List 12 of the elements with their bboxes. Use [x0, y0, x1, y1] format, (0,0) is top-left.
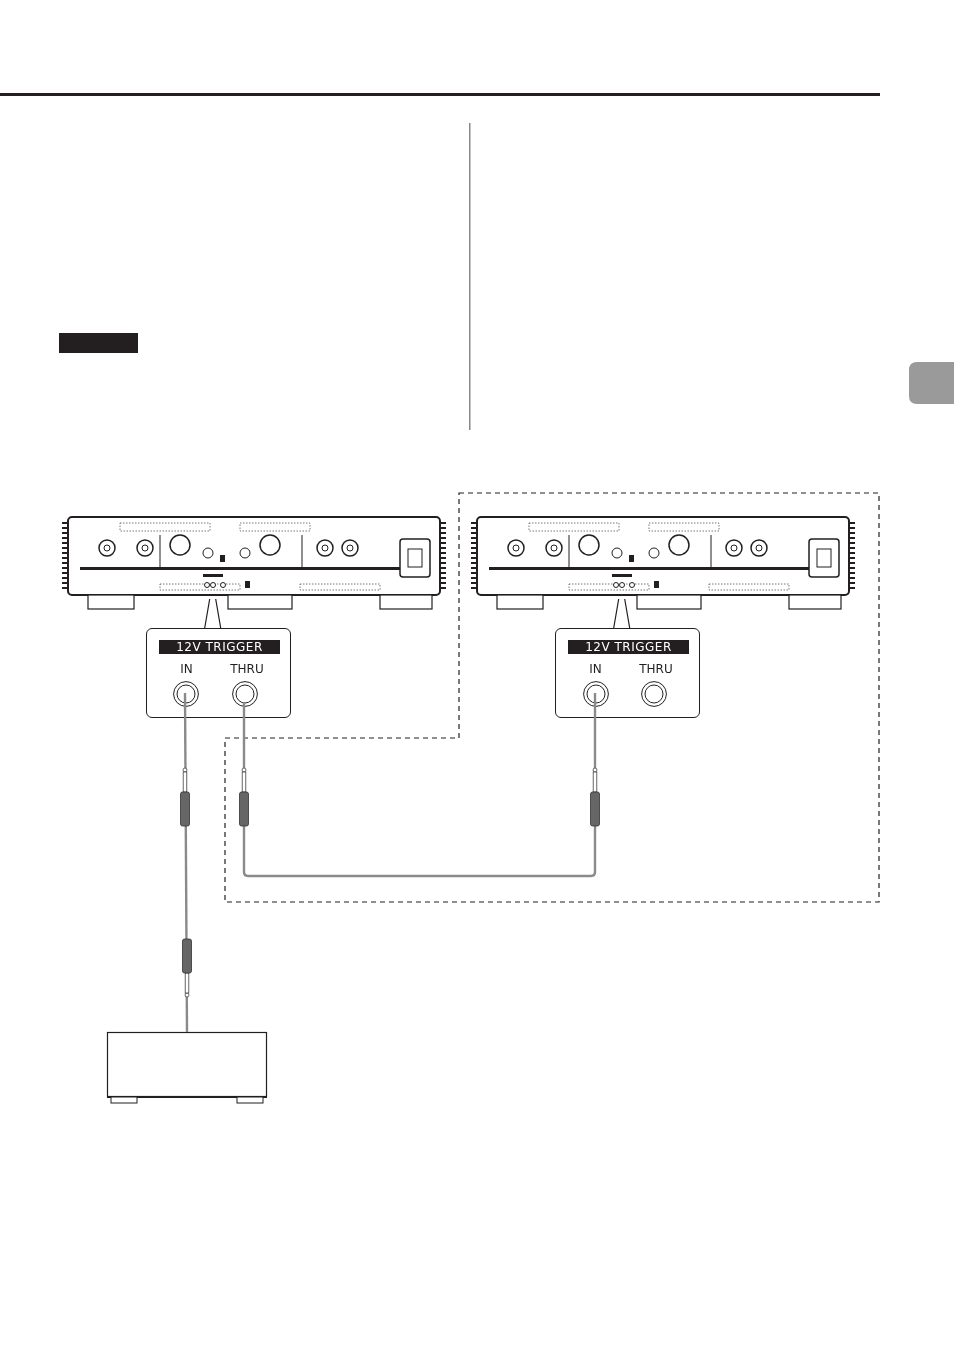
jack-label: THRU: [229, 662, 265, 676]
cable: [242, 693, 597, 878]
leader-line: [204, 598, 222, 629]
callout-panel: [146, 628, 291, 718]
heading-bar: [59, 333, 138, 353]
callout-panel: [555, 628, 700, 718]
leader-line: [613, 598, 631, 629]
jack-label: IN: [179, 662, 194, 676]
panel-heading: 12V TRIGGER: [159, 640, 280, 654]
jack-label: THRU: [638, 662, 674, 676]
panel-heading: 12V TRIGGER: [568, 640, 689, 654]
jack-label: IN: [588, 662, 603, 676]
